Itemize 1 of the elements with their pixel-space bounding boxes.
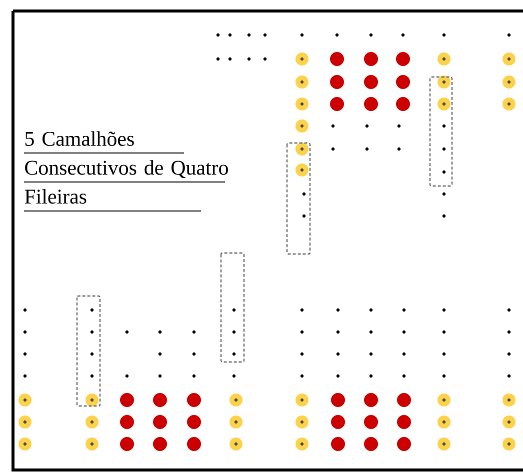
title-text: 5 Camalhões Consecutivos de Quatro Fileiras [24,131,228,212]
